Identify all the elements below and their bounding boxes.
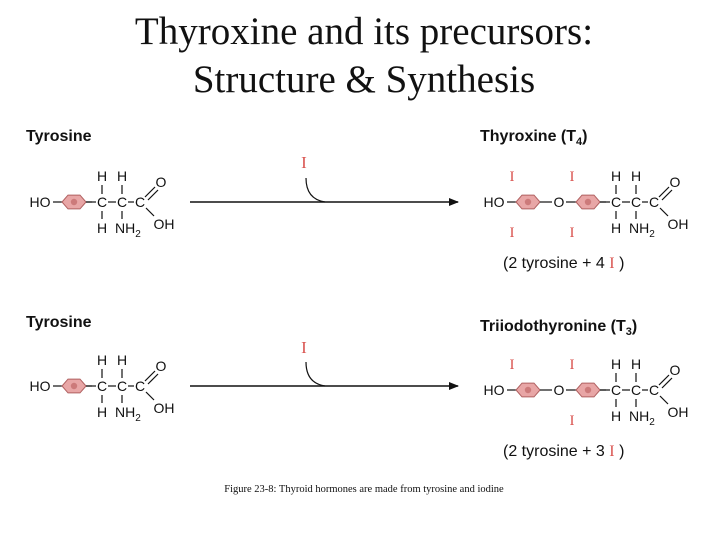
atom-label: HO bbox=[484, 194, 505, 210]
iodine-atom: I bbox=[510, 225, 515, 241]
atom-label: O bbox=[670, 174, 681, 190]
double-bond bbox=[661, 377, 673, 389]
atom-label: H bbox=[117, 352, 127, 368]
reactant-label: Tyrosine bbox=[26, 128, 92, 145]
title-line-2: Structure & Synthesis bbox=[192, 58, 536, 101]
double-bond bbox=[147, 373, 159, 385]
ring-center bbox=[524, 386, 532, 394]
iodine-atom: I bbox=[570, 169, 575, 185]
bond bbox=[145, 391, 155, 401]
amino-group: NH2 bbox=[115, 220, 141, 240]
atom-label: OH bbox=[668, 216, 689, 232]
bond bbox=[659, 207, 669, 217]
benzene-ring bbox=[575, 194, 601, 210]
double-bond bbox=[661, 189, 673, 201]
product-label: Triiodothyronine (T3) bbox=[480, 318, 638, 339]
atom-label: C bbox=[135, 194, 145, 210]
atom-label: HO bbox=[30, 194, 51, 210]
atom-label: C bbox=[631, 382, 641, 398]
double-bond bbox=[144, 370, 156, 382]
atom-label: H bbox=[611, 220, 621, 236]
atom-label: HO bbox=[484, 382, 505, 398]
figure-caption: Figure 23-8: Thyroid hormones are made f… bbox=[224, 484, 504, 495]
reaction-arrow bbox=[190, 177, 459, 206]
atom-label: O bbox=[156, 174, 167, 190]
atom-label: O bbox=[554, 382, 565, 398]
iodine-atom: I bbox=[570, 357, 575, 373]
double-bond bbox=[658, 374, 670, 386]
atom-label: H bbox=[97, 352, 107, 368]
benzene-ring bbox=[61, 378, 87, 394]
atom-label: C bbox=[97, 194, 107, 210]
reactant-label: Tyrosine bbox=[26, 314, 92, 331]
reagent-iodine: I bbox=[301, 338, 307, 357]
ring-center bbox=[584, 386, 592, 394]
atom-label: H bbox=[97, 220, 107, 236]
atom-label: OH bbox=[668, 404, 689, 420]
double-bond bbox=[147, 189, 159, 201]
reaction-arrow bbox=[190, 361, 459, 390]
reagent-hook bbox=[305, 361, 326, 387]
subscript: 2 bbox=[649, 229, 655, 240]
amino-group: NH2 bbox=[115, 404, 141, 424]
atom-label: H bbox=[631, 168, 641, 184]
amino-group: NH2 bbox=[629, 408, 655, 428]
atom-label: C bbox=[649, 382, 659, 398]
atom-label: OH bbox=[154, 216, 175, 232]
atom-label: C bbox=[117, 378, 127, 394]
atom-label: C bbox=[649, 194, 659, 210]
atom-label: C bbox=[97, 378, 107, 394]
iodine-atom: I bbox=[510, 357, 515, 373]
benzene-ring bbox=[575, 382, 601, 398]
atom-label: O bbox=[670, 362, 681, 378]
atom-label: C bbox=[611, 194, 621, 210]
iodine-atom: I bbox=[570, 225, 575, 241]
atom-label: H bbox=[117, 168, 127, 184]
iodine-atom: I bbox=[510, 169, 515, 185]
bond bbox=[659, 395, 669, 405]
reagent-iodine: I bbox=[301, 153, 307, 172]
atom-label: H bbox=[97, 168, 107, 184]
ring-center bbox=[70, 198, 78, 206]
atom-label: H bbox=[631, 356, 641, 372]
atom-label: C bbox=[117, 194, 127, 210]
subscript: 2 bbox=[135, 229, 141, 240]
atom-label: C bbox=[611, 382, 621, 398]
ring-center bbox=[70, 382, 78, 390]
stoichiometry-note: (2 tyrosine + 4 I ) bbox=[503, 255, 625, 272]
benzene-ring bbox=[61, 194, 87, 210]
bond bbox=[145, 207, 155, 217]
stoichiometry-note: (2 tyrosine + 3 I ) bbox=[503, 443, 625, 460]
amino-group: NH2 bbox=[629, 220, 655, 240]
benzene-ring bbox=[515, 382, 541, 398]
atom-label: H bbox=[611, 168, 621, 184]
ring-center bbox=[584, 198, 592, 206]
atom-label: C bbox=[631, 194, 641, 210]
atom-label: O bbox=[156, 358, 167, 374]
product-label: Thyroxine (T4) bbox=[480, 128, 588, 149]
atom-label: H bbox=[97, 404, 107, 420]
double-bond bbox=[144, 186, 156, 198]
atom-label: O bbox=[554, 194, 565, 210]
atom-label: C bbox=[135, 378, 145, 394]
atom-label: H bbox=[611, 356, 621, 372]
subscript: 2 bbox=[649, 417, 655, 428]
atom-label: OH bbox=[154, 400, 175, 416]
subscript: 2 bbox=[135, 413, 141, 424]
atom-label: H bbox=[611, 408, 621, 424]
atom-label: HO bbox=[30, 378, 51, 394]
title-line-1: Thyroxine and its precursors: bbox=[134, 10, 594, 53]
double-bond bbox=[658, 186, 670, 198]
reagent-hook bbox=[305, 177, 326, 203]
ring-center bbox=[524, 198, 532, 206]
iodine-atom: I bbox=[570, 413, 575, 429]
benzene-ring bbox=[515, 194, 541, 210]
